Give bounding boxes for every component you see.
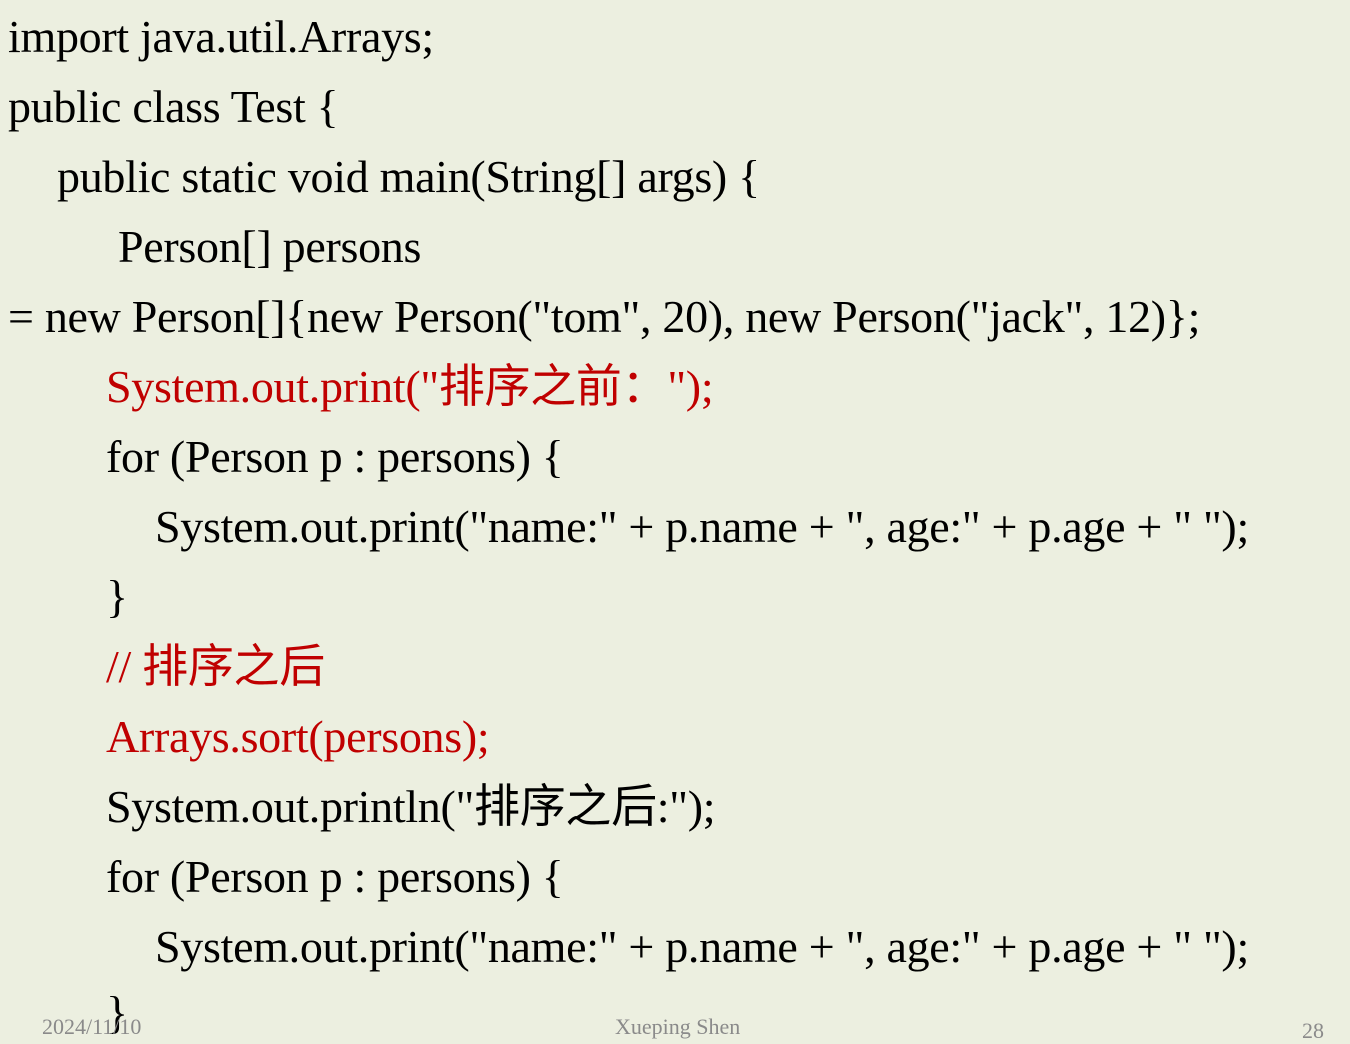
code-line-for-loop-1: for (Person p : persons) { xyxy=(106,431,564,482)
code-line-comment-after: // 排序之后 xyxy=(106,641,325,692)
code-line-sort-call: Arrays.sort(persons); xyxy=(106,711,490,762)
code-line-print-before: System.out.print("排序之前："); xyxy=(106,361,714,412)
code-line-persons-decl: Person[] persons xyxy=(118,221,422,272)
footer-date: 2024/11/10 xyxy=(42,1014,142,1039)
footer-page-number: 28 xyxy=(1302,1018,1324,1043)
code-line-print-person-2: System.out.print("name:" + p.name + ", a… xyxy=(155,921,1249,972)
code-line-persons-init: = new Person[]{new Person("tom", 20), ne… xyxy=(8,291,1201,342)
code-line-close-brace-2: } xyxy=(106,987,128,1038)
code-line-close-brace-1: } xyxy=(106,571,128,622)
code-line-println-after: System.out.println("排序之后:"); xyxy=(106,781,716,832)
code-line-class-decl: public class Test { xyxy=(8,81,339,132)
code-line-print-person-1: System.out.print("name:" + p.name + ", a… xyxy=(155,501,1249,552)
code-line-main-decl: public static void main(String[] args) { xyxy=(57,151,760,202)
code-line-import: import java.util.Arrays; xyxy=(8,11,434,62)
footer-author: Xueping Shen xyxy=(615,1014,741,1039)
code-line-for-loop-2: for (Person p : persons) { xyxy=(106,851,564,902)
